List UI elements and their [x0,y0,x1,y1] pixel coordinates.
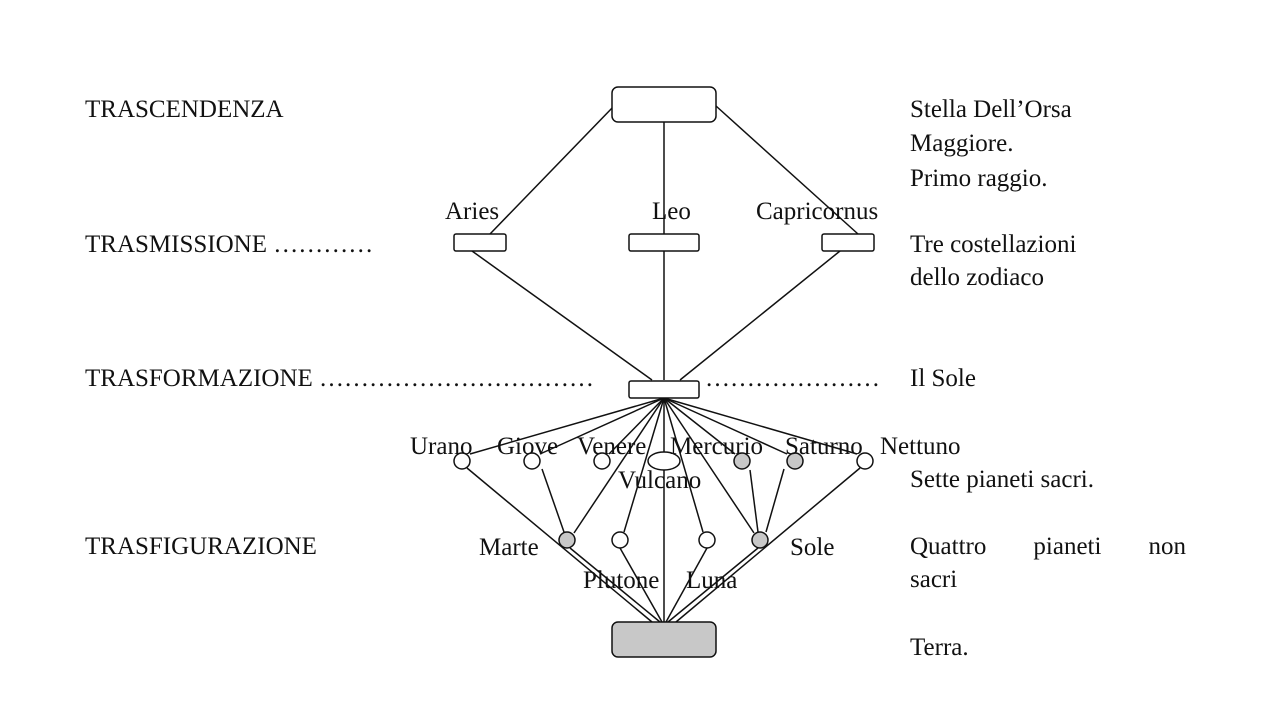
line-sun-sole [663,397,755,534]
line-urano-terra [466,467,653,623]
terra-box [611,621,717,658]
note-stella-2: Maggiore. [910,130,1014,157]
line-top-capricornus [715,105,859,235]
level-trascendenza: TRASCENDENZA [85,96,284,123]
note-quattro-word-2: pianeti [1033,533,1102,560]
line-mercurio-sole [749,469,759,533]
line-sun-marte [573,397,665,534]
line-giove-marte [541,468,565,533]
line-aries-sun [471,250,653,381]
line-capricornus-sun [679,250,841,381]
level-trasmissione-dots: ………… [273,231,374,258]
leo-box [628,233,700,252]
nettuno-circle [856,452,874,470]
level-trasmissione-label: TRASMISSIONE [85,231,267,258]
line-sun-saturno [663,397,788,455]
note-stella-3: Primo raggio. [910,165,1048,192]
note-quattro-word-3: non [1148,533,1187,560]
level-trasformazione: TRASFORMAZIONE …………………………… [85,366,594,391]
vulcano-ellipse [647,451,681,471]
note-quattro-2: sacri [910,566,958,593]
venere-circle [593,452,611,470]
line-sun-plutone [623,397,665,533]
note-stella-1: Stella Dell’Orsa [910,96,1072,123]
level-trasformazione-dots-left: …………………………… [319,365,595,392]
trascendenza-box [611,86,717,123]
note-quattro-word-1: Quattro [910,533,987,560]
capricornus-box [821,233,875,252]
note-sole: Il Sole [910,365,976,392]
note-tre-2: dello zodiaco [910,264,1044,291]
note-terra: Terra. [910,634,969,661]
label-giove: Giove [497,433,559,460]
label-urano: Urano [410,433,473,460]
line-luna-terra [665,547,708,623]
line-plutone-terra [619,547,663,623]
urano-circle [453,452,471,470]
mercurio-circle [733,452,751,470]
label-nettuno: Nettuno [880,433,961,460]
note-quattro: Quattro pianeti non [910,534,1186,559]
line-saturno-sole [765,468,785,533]
line-sun-giove [539,397,665,455]
line-top-aries [489,105,615,235]
label-leo: Leo [652,198,691,225]
level-trasformazione-label: TRASFORMAZIONE [85,365,313,392]
line-sun-venere [608,397,665,455]
label-venere: Venere [577,433,647,460]
line-nettuno-terra [675,467,861,623]
label-mercurio: Mercurio [670,433,764,460]
level-trasfigurazione: TRASFIGURAZIONE [85,533,317,560]
sun-box [628,380,700,399]
giove-circle [523,452,541,470]
saturno-circle [786,452,804,470]
sole-circle [751,531,769,549]
line-sun-luna [663,397,704,533]
luna-circle [698,531,716,549]
line-marte-terra [569,547,661,623]
plutone-circle [611,531,629,549]
marte-circle [558,531,576,549]
trasformazione-dots-right: ………………… [705,365,880,392]
note-tre-1: Tre costellazioni [910,231,1077,258]
label-capricornus: Capricornus [756,198,879,225]
line-sun-mercurio [663,397,736,455]
line-sun-nettuno [663,397,858,455]
line-sun-urano [469,397,665,455]
label-sole: Sole [790,534,835,561]
note-sette: Sette pianeti sacri. [910,466,1094,493]
label-saturno: Saturno [785,433,863,460]
aries-box [453,233,507,252]
label-vulcano: Vulcano [618,467,702,494]
line-sole-terra [667,547,759,623]
label-marte: Marte [479,534,539,561]
label-luna: Luna [686,567,738,594]
connector-lines [466,105,861,623]
label-aries: Aries [445,198,500,225]
label-plutone: Plutone [583,567,660,594]
level-trasmissione: TRASMISSIONE ………… [85,232,373,257]
